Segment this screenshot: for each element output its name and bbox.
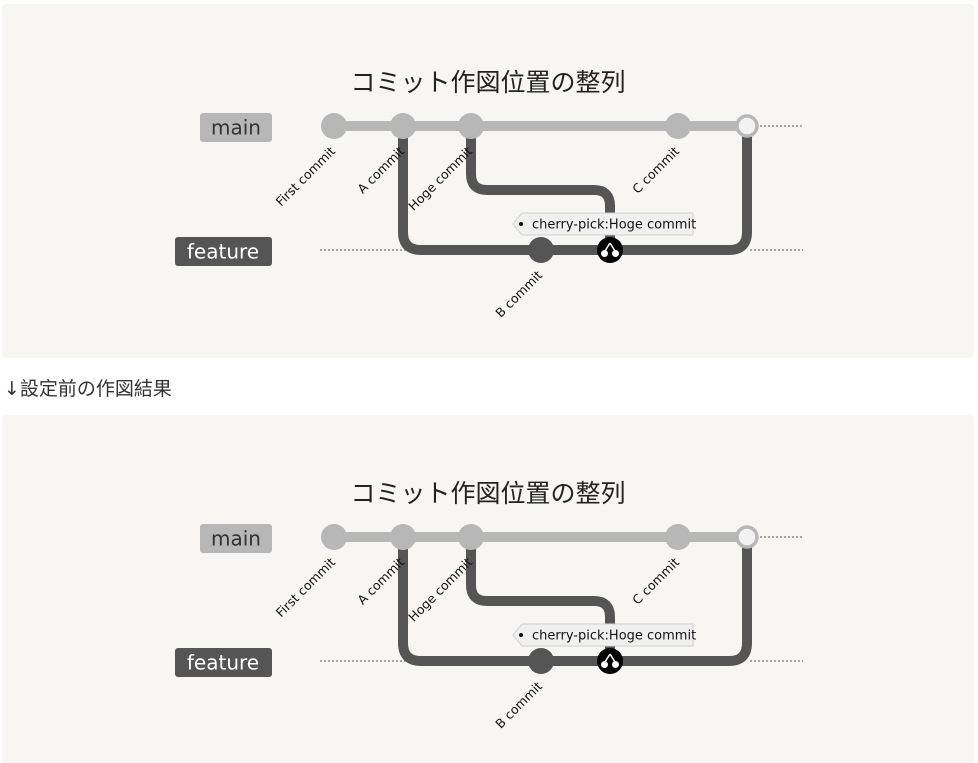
cherry-pick-path [466, 126, 615, 250]
diagram-panel-bottom [2, 415, 974, 763]
commit-label-c: C commit [629, 554, 682, 607]
commit-dot-c [665, 113, 691, 139]
commit-dot-c [665, 524, 691, 550]
feature-branch-line [398, 537, 752, 666]
commit-dot-b [528, 648, 554, 674]
caption-text: ↓設定前の作図結果 [4, 378, 172, 400]
commit-label-first: First commit [273, 143, 338, 208]
commit-label-hoge: Hoge commit [405, 554, 475, 624]
cherry-pick-path [466, 537, 615, 661]
cherry-pick-tag: cherry-pick:Hoge commit [512, 623, 696, 647]
commit-dot-a [390, 113, 416, 139]
branch-label-main: main [200, 524, 272, 553]
gitgraph-diagram-2: コミット作図位置の整列 main feature cherry-pick:Hog… [175, 479, 803, 731]
commit-label-first: First commit [273, 554, 338, 619]
commit-label-b: B commit [492, 678, 545, 731]
diagram-panel-top [2, 4, 974, 358]
gitgraph-diagram-1: コミット作図位置の整列 main feature cherry-pick:Hog… [175, 68, 803, 320]
branch-label-feature: feature [175, 648, 272, 677]
commit-dot-first [321, 113, 347, 139]
commit-dot-b [528, 237, 554, 263]
branch-label-feature-text: feature [187, 240, 259, 264]
feature-branch-line [398, 126, 752, 255]
branch-label-main-text: main [211, 116, 261, 140]
branch-label-feature-text: feature [187, 651, 259, 675]
commit-label-c: C commit [629, 143, 682, 196]
cherry-icon [597, 648, 623, 674]
cherry-icon [597, 237, 623, 263]
commit-dot-hoge [458, 524, 484, 550]
branch-label-main-text: main [211, 527, 261, 551]
commit-dot-hoge [458, 113, 484, 139]
diagram-title: コミット作図位置の整列 [350, 68, 625, 97]
commit-dot-merge [735, 525, 759, 549]
commit-dot-a [390, 524, 416, 550]
commit-dot-merge [735, 114, 759, 138]
cherry-pick-tag-text: cherry-pick:Hoge commit [532, 629, 696, 644]
diagram-title: コミット作図位置の整列 [350, 479, 625, 508]
commit-label-b: B commit [492, 267, 545, 320]
commit-dot-first [321, 524, 347, 550]
commit-label-hoge: Hoge commit [405, 143, 475, 213]
branch-label-feature: feature [175, 237, 272, 266]
cherry-pick-tag-text: cherry-pick:Hoge commit [532, 218, 696, 233]
branch-label-main: main [200, 113, 272, 142]
cherry-pick-tag: cherry-pick:Hoge commit [512, 212, 696, 236]
